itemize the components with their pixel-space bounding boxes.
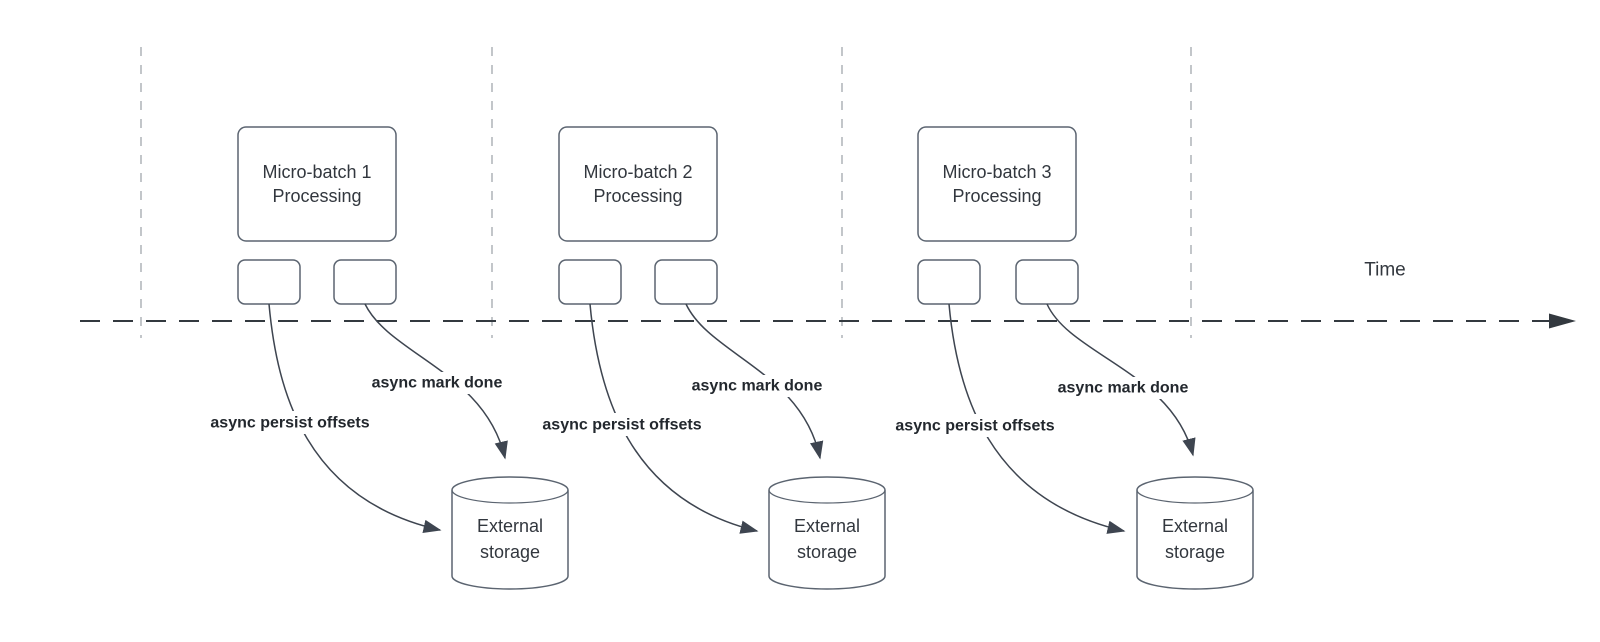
storage-cylinder-rim: [451, 489, 569, 504]
batch-3-done-label: async mark done: [1058, 380, 1189, 397]
batch-2-storage-line2: storage: [797, 542, 857, 562]
batch-3-group: Micro-batch 3 Processing External storag…: [887, 126, 1254, 590]
batch-2-storage-line1: External: [794, 516, 860, 536]
batch-1-persist-offsets-arrow: [268, 303, 442, 533]
batch-3-persist-label: async persist offsets: [895, 418, 1054, 435]
batch-1-persist-task-box: [237, 259, 301, 305]
batch-1-persist-label: async persist offsets: [210, 415, 369, 432]
micro-batch-1-processing-box: [237, 126, 397, 242]
timeline-arrowhead-icon: [1549, 313, 1576, 329]
time-guides: [140, 47, 1192, 338]
micro-batch-3-title-line2: Processing: [952, 186, 1041, 206]
batch-2-done-task-box: [654, 259, 718, 305]
batch-1-done-label: async mark done: [372, 375, 503, 392]
storage-cylinder-icon: [768, 476, 886, 590]
batch-2-external-storage: External storage: [768, 476, 886, 590]
micro-batch-1-title-line1: Micro-batch 1: [262, 162, 371, 182]
storage-cylinder-rim: [1136, 489, 1254, 504]
batch-1-group: Micro-batch 1 Processing External storag…: [202, 126, 569, 590]
timeline-axis: Time: [80, 260, 1576, 329]
batch-1-storage-line1: External: [477, 516, 543, 536]
batch-3-mark-done-arrow: [1046, 303, 1196, 457]
batch-1-persist-label-bg: [202, 411, 378, 434]
storage-cylinder-icon: [451, 476, 569, 590]
batch-2-persist-label-bg: [534, 413, 710, 436]
batch-1-external-storage: External storage: [451, 476, 569, 590]
batch-3-persist-offsets-arrow: [948, 303, 1126, 534]
batch-2-mark-done-arrow: [685, 303, 824, 460]
micro-batch-3-title-line1: Micro-batch 3: [942, 162, 1051, 182]
batch-2-persist-task-box: [558, 259, 622, 305]
batch-2-done-label: async mark done: [692, 378, 823, 395]
batch-2-persist-offsets-arrow: [589, 303, 759, 534]
micro-batch-3-processing-box: [917, 126, 1077, 242]
batch-3-external-storage: External storage: [1136, 476, 1254, 590]
batch-2-persist-label: async persist offsets: [542, 417, 701, 434]
batch-3-storage-line2: storage: [1165, 542, 1225, 562]
batch-3-persist-label-bg: [887, 414, 1063, 437]
batch-3-done-label-bg: [1049, 377, 1197, 399]
micro-batch-1-title-line2: Processing: [272, 186, 361, 206]
batch-1-storage-line2: storage: [480, 542, 540, 562]
micro-batch-2-title-line1: Micro-batch 2: [583, 162, 692, 182]
micro-batch-2-processing-box: [558, 126, 718, 242]
batch-1-done-task-box: [333, 259, 397, 305]
storage-cylinder-rim: [768, 489, 886, 504]
batch-1-done-label-bg: [363, 372, 511, 394]
batch-3-done-task-box: [1015, 259, 1079, 305]
timeline-label: Time: [1364, 260, 1406, 281]
batch-3-storage-line1: External: [1162, 516, 1228, 536]
storage-cylinder-icon: [1136, 476, 1254, 590]
micro-batch-2-title-line2: Processing: [593, 186, 682, 206]
batch-3-persist-task-box: [917, 259, 981, 305]
batch-2-group: Micro-batch 2 Processing External storag…: [534, 126, 886, 590]
batch-1-mark-done-arrow: [364, 303, 508, 460]
batch-2-done-label-bg: [683, 375, 831, 397]
